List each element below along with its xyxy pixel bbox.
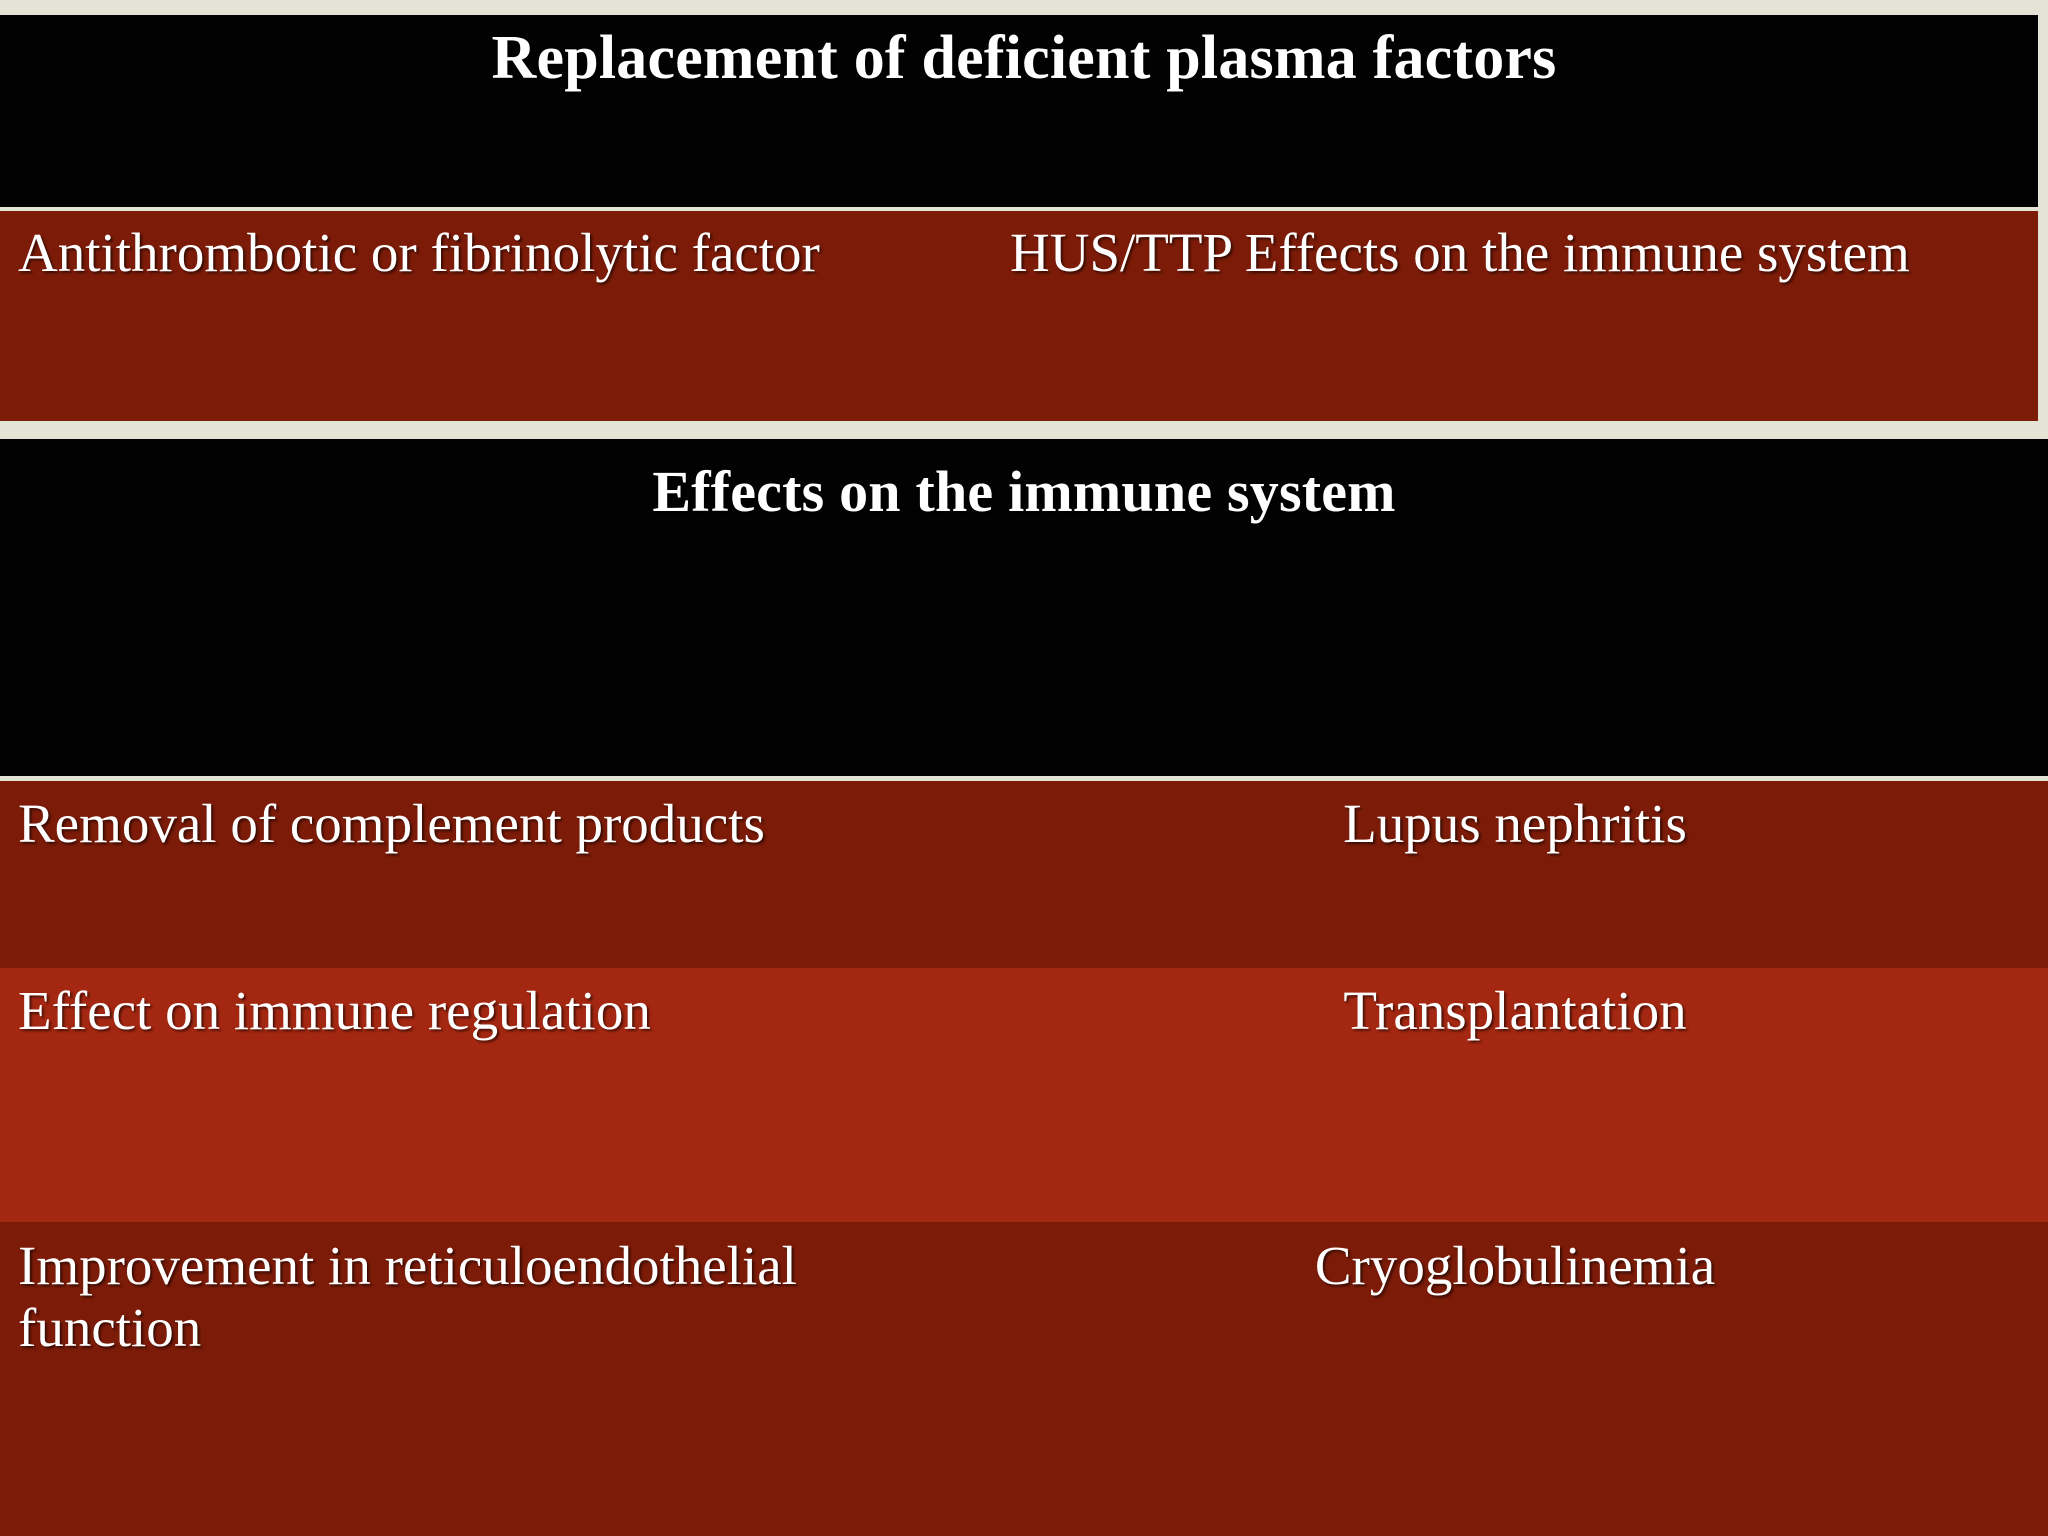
section-1-row-1-left-cell: Antithrombotic or fibrinolytic factor — [18, 222, 820, 283]
divider-1 — [0, 207, 2048, 211]
section-1-title-band — [0, 15, 2038, 207]
section-1-row-1 — [0, 211, 2038, 421]
section-divider — [0, 421, 2048, 439]
section-2-title-band — [0, 439, 2048, 776]
section-2-row-1 — [0, 781, 2048, 968]
section-2-row-2-left-cell: Effect on immune regulation — [18, 980, 651, 1041]
section-2-row-1-left-cell: Removal of complement products — [18, 793, 765, 854]
section-2-title: Effects on the immune system — [652, 459, 1396, 524]
section-2-row-1-right-cell: Lupus nephritis — [1343, 793, 1687, 854]
section-2-row-2-right-cell: Transplantation — [1343, 980, 1687, 1041]
section-2-row-3 — [0, 1222, 2048, 1536]
right-edge-strip — [2038, 0, 2048, 600]
section-2-row-3-right-cell: Cryoglobulinemia — [1314, 1235, 1716, 1296]
section-2-row-2 — [0, 968, 2048, 1222]
section-1-row-1-right-cell: HUS/TTP Effects on the immune system — [1010, 222, 1910, 283]
section-2-row-3-left-cell: Improvement in reticuloendothelial funct… — [18, 1235, 797, 1358]
section-1-title: Replacement of deficient plasma factors — [491, 24, 1557, 92]
divider-2 — [0, 776, 2048, 781]
